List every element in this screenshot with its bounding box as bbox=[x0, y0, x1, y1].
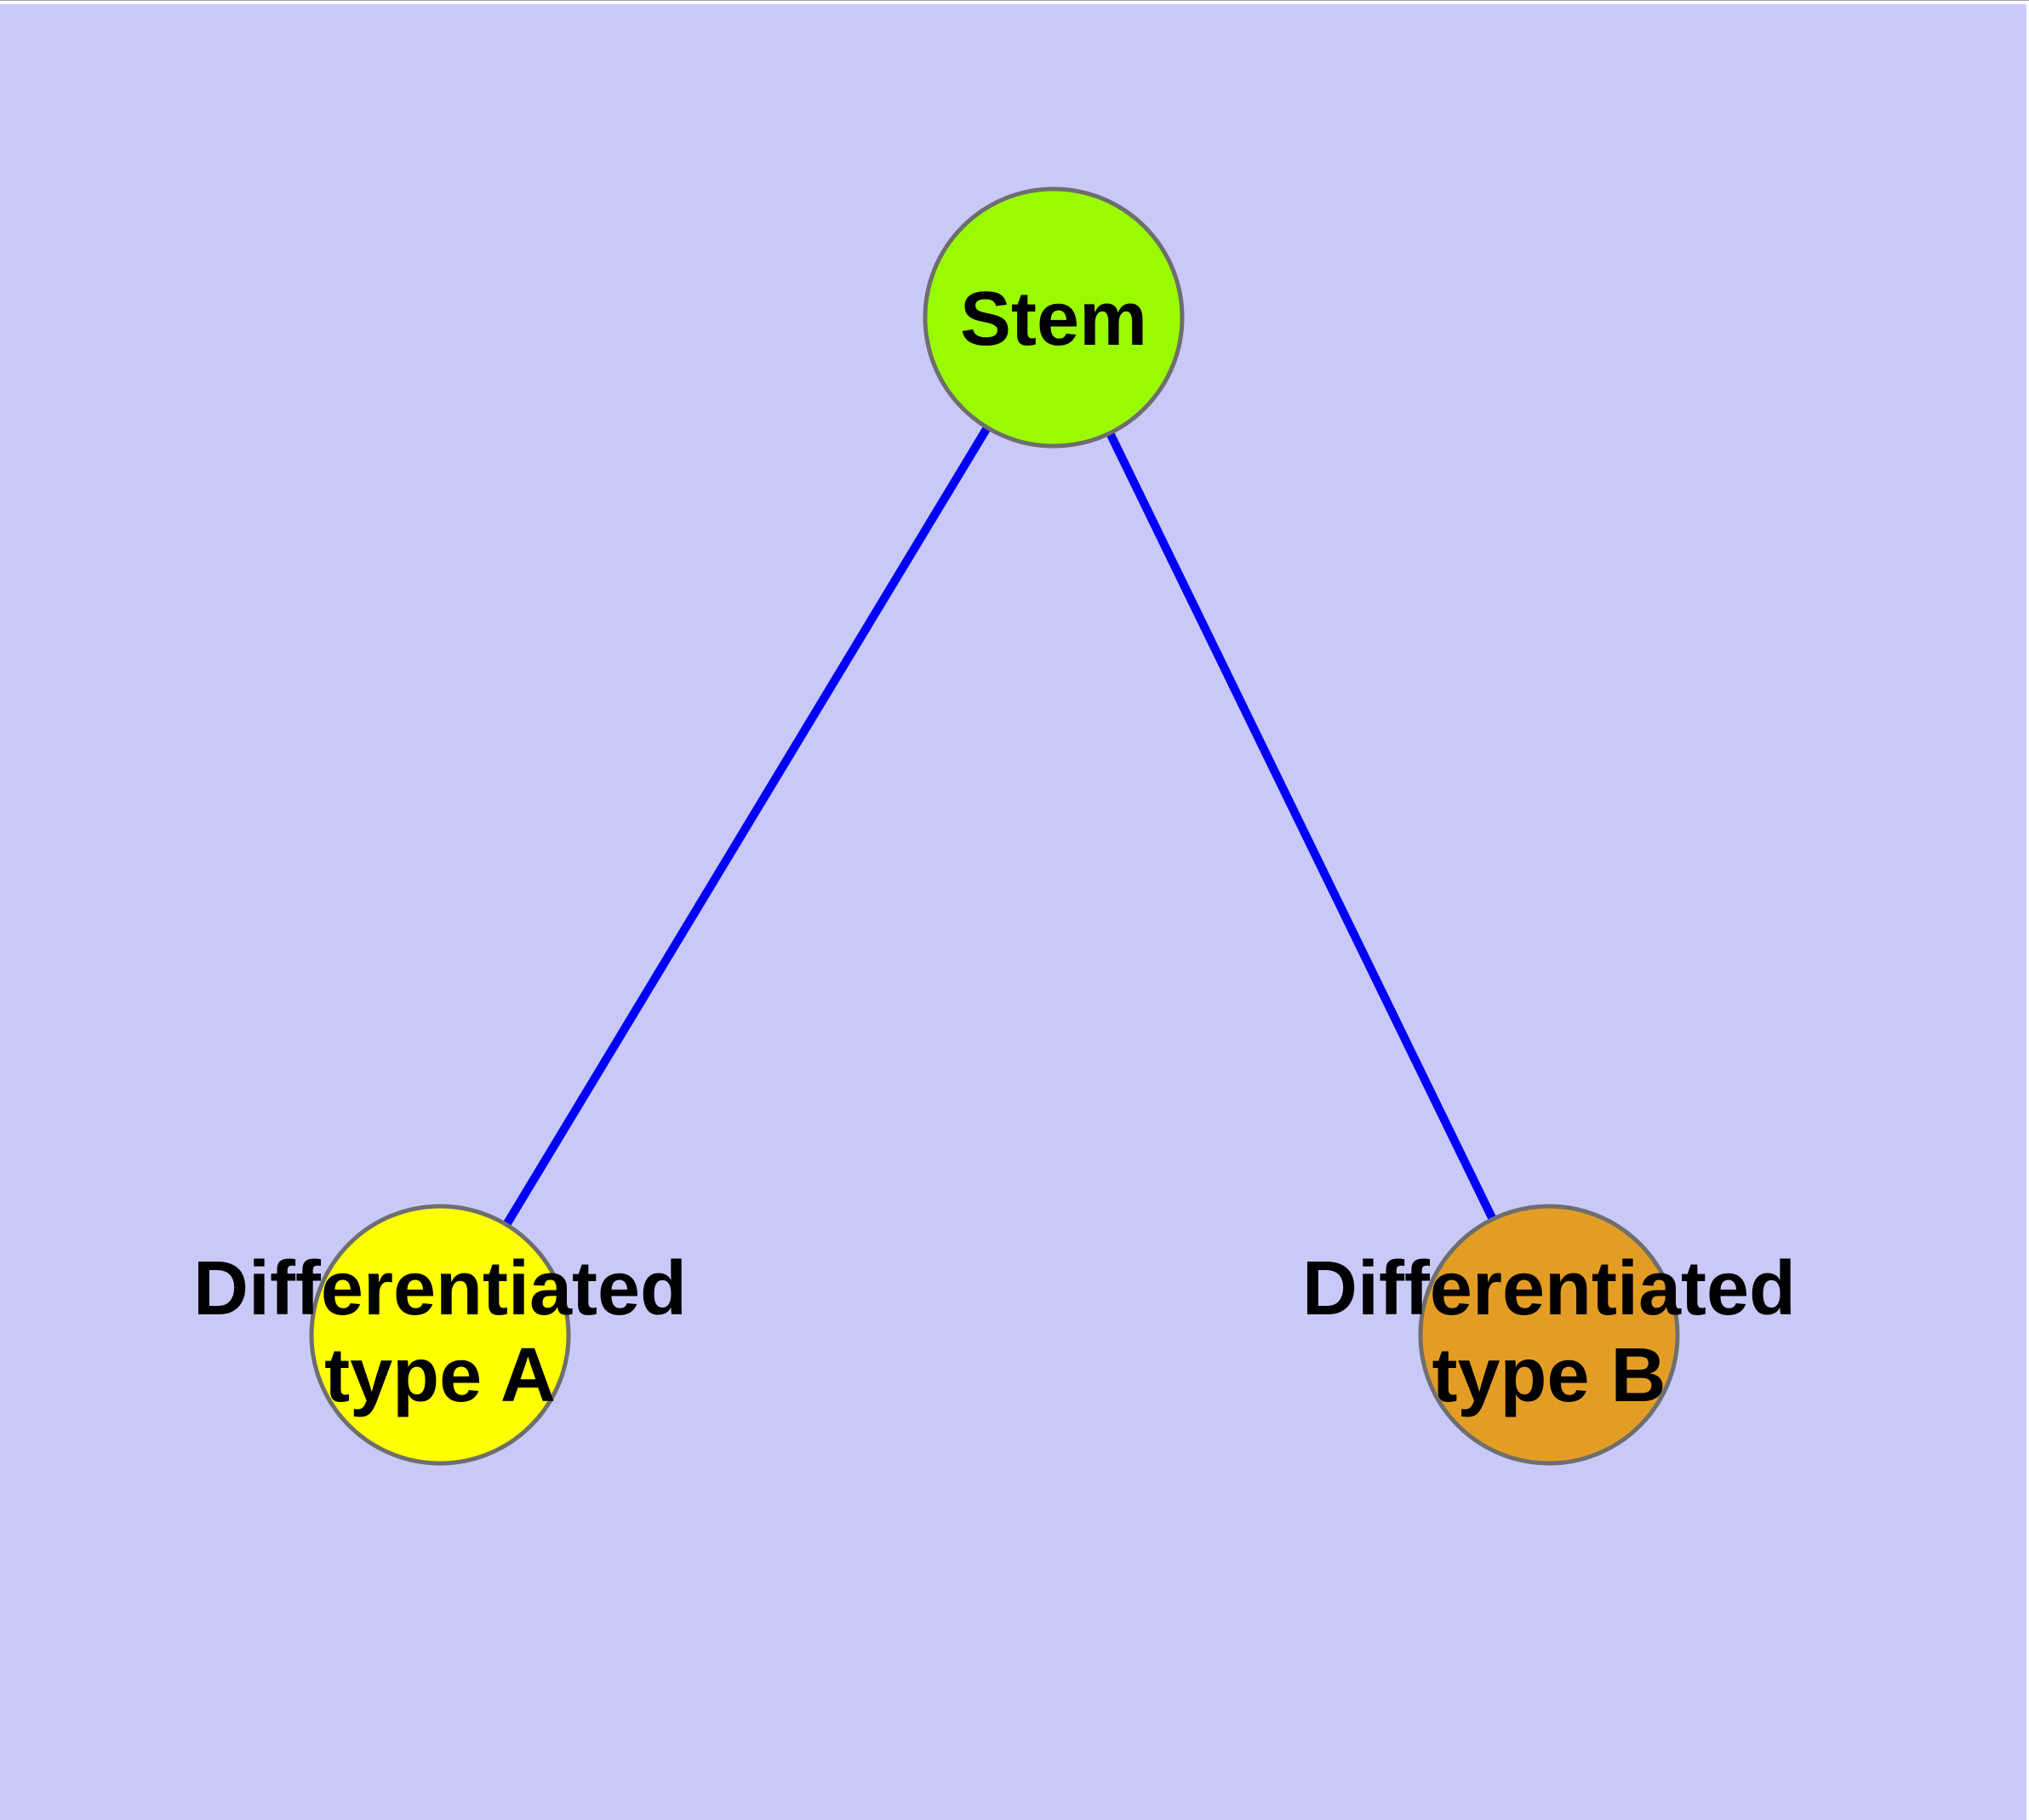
node-label-stem: Stem bbox=[960, 277, 1147, 362]
node-stem[interactable] bbox=[923, 186, 1185, 449]
edge-stem-to-differentiated-type-b bbox=[1049, 315, 1553, 1337]
node-differentiated-type-a[interactable] bbox=[309, 1204, 571, 1466]
node-differentiated-type-b[interactable] bbox=[1418, 1204, 1680, 1466]
top-edge-line bbox=[0, 0, 2029, 1]
node-label-differentiated-type-b-line-2: type B bbox=[1432, 1333, 1666, 1418]
edge-stem-to-differentiated-type-a bbox=[436, 315, 1058, 1337]
node-label-differentiated-type-a-line-1: Differentiated bbox=[193, 1246, 687, 1331]
node-label-differentiated-type-b-line-1: Differentiated bbox=[1302, 1246, 1796, 1331]
node-label-differentiated-type-a-line-2: type A bbox=[324, 1333, 556, 1418]
